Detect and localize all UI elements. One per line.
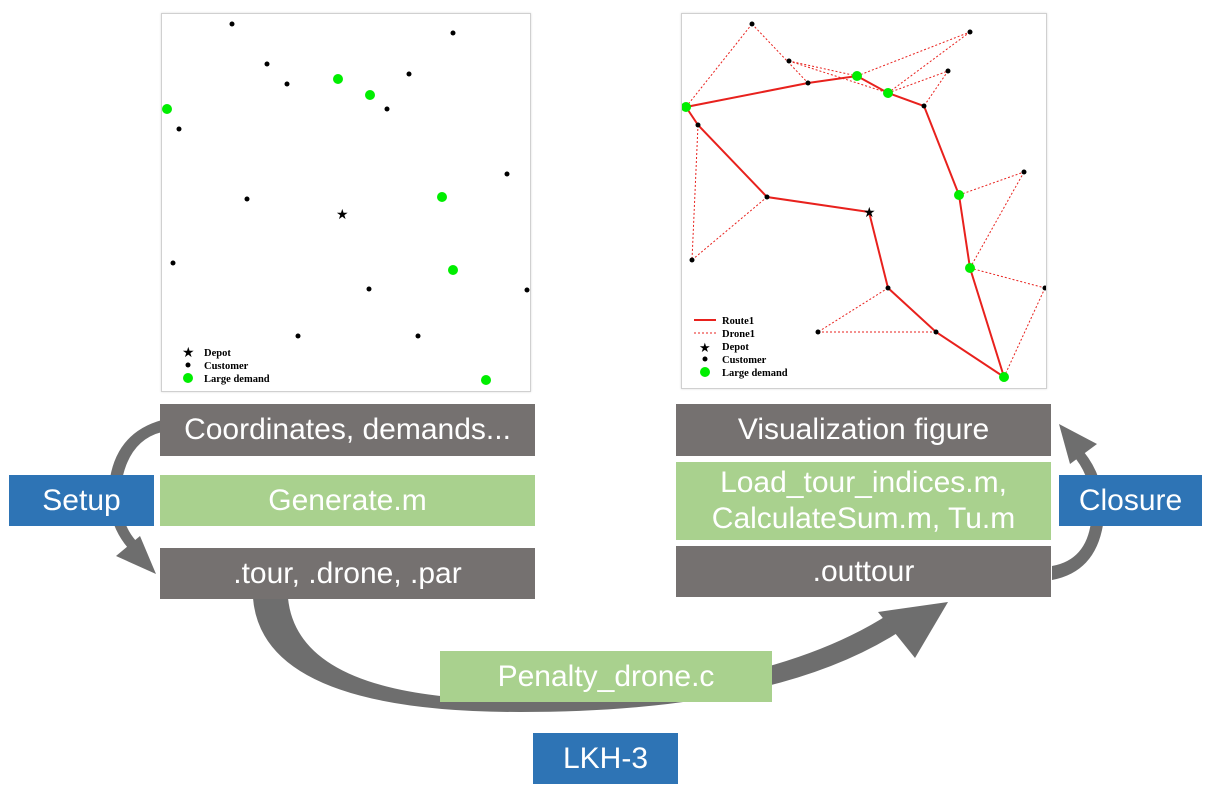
generate-m-box: Generate.m xyxy=(160,475,535,526)
legend-large-demand-label: Large demand xyxy=(204,374,270,385)
customer-point xyxy=(1021,169,1027,175)
legend-drone-label: Drone1 xyxy=(722,329,755,340)
legend-depot-label: Depot xyxy=(722,342,749,353)
customer-point xyxy=(284,81,290,87)
lkh-arrow-head xyxy=(878,602,948,658)
left-legend: ★ Depot Customer Large demand xyxy=(182,344,270,385)
drone-segment xyxy=(1003,287,1046,378)
customer-point xyxy=(945,68,951,74)
customer-point xyxy=(295,333,301,339)
customer-point xyxy=(450,30,456,36)
customer-point xyxy=(815,329,821,335)
large-demand-point xyxy=(365,90,375,100)
outtour-box: .outtour xyxy=(676,546,1051,597)
penalty-drone-box: Penalty_drone.c xyxy=(440,651,772,702)
customer-point xyxy=(170,260,176,266)
legend-depot-label: Depot xyxy=(204,348,231,359)
drone-segment xyxy=(788,60,889,94)
customer-point xyxy=(229,21,235,27)
legend-large-demand-marker xyxy=(183,373,193,383)
large-demand-point xyxy=(162,104,172,114)
legend-large-demand-label: Large demand xyxy=(722,368,788,379)
large-demand-point xyxy=(333,74,343,84)
large-demand-point xyxy=(852,71,862,81)
drone-segment xyxy=(817,287,889,333)
customer-point xyxy=(764,194,770,200)
drone-segment xyxy=(751,23,809,84)
customer-point xyxy=(384,106,390,112)
customer-point xyxy=(921,103,927,109)
load-tour-line-1: Load_tour_indices.m, xyxy=(720,466,1007,499)
depot-star: ★ xyxy=(336,206,349,222)
setup-arrow-head xyxy=(116,536,156,574)
drone-segment xyxy=(691,196,768,261)
customer-point xyxy=(244,196,250,202)
customer-point xyxy=(689,257,695,263)
load-tour-line-2: CalculateSum.m, Tu.m xyxy=(711,502,1016,535)
customer-point xyxy=(415,333,421,339)
large-demand-point xyxy=(965,263,975,273)
customer-point xyxy=(176,126,182,132)
legend-depot-star: ★ xyxy=(699,340,711,355)
customer-point xyxy=(406,71,412,77)
customer-point xyxy=(885,285,891,291)
legend-route-label: Route1 xyxy=(722,316,754,327)
customer-point xyxy=(749,21,755,27)
drone-segment xyxy=(923,70,949,107)
large-demand-point xyxy=(481,375,491,385)
customer-point xyxy=(786,58,792,64)
customer-point xyxy=(504,171,510,177)
customer-point xyxy=(933,329,939,335)
customer-point xyxy=(1042,285,1046,291)
customer-point xyxy=(805,80,811,86)
large-demand-point xyxy=(448,265,458,275)
large-demand-point xyxy=(437,192,447,202)
right-legend: Route1 Drone1 ★ Depot Customer Large dem… xyxy=(694,316,788,379)
customer-point xyxy=(967,29,973,35)
drone-segment xyxy=(958,171,1025,196)
legend-customer-label: Customer xyxy=(204,361,249,372)
truck-route-line xyxy=(684,74,1006,380)
closure-label: Closure xyxy=(1059,475,1202,526)
large-demand-point xyxy=(883,88,893,98)
customer-map-plot: ★ ★ Depot Customer Large demand xyxy=(162,21,530,385)
drone-segment xyxy=(856,31,971,77)
large-demand-point xyxy=(682,102,691,112)
drone-segment xyxy=(685,23,753,108)
visualization-figure-box: Visualization figure xyxy=(676,404,1051,456)
load-tour-scripts-box: Load_tour_indices.m, CalculateSum.m, Tu.… xyxy=(676,462,1051,540)
route-map-panel: ★ Route1 Drone1 ★ Depot Customer Large d… xyxy=(681,13,1047,389)
legend-large-demand-marker xyxy=(700,367,710,377)
customer-point xyxy=(695,122,701,128)
drone-segment xyxy=(691,124,699,261)
large-demand-point xyxy=(954,190,964,200)
legend-customer-marker xyxy=(185,362,191,368)
closure-arrow-head xyxy=(1059,424,1097,464)
lkh3-label: LKH-3 xyxy=(533,733,678,784)
route-map-plot: ★ Route1 Drone1 ★ Depot Customer Large d… xyxy=(682,21,1046,382)
drone-segment xyxy=(887,70,949,94)
setup-label: Setup xyxy=(9,475,154,526)
legend-customer-marker xyxy=(702,356,708,362)
tour-files-box: .tour, .drone, .par xyxy=(160,548,535,599)
customer-map-panel: ★ ★ Depot Customer Large demand xyxy=(161,13,531,392)
customer-point xyxy=(366,286,372,292)
drone-segment xyxy=(969,267,1046,289)
coordinates-demands-box: Coordinates, demands... xyxy=(160,404,535,456)
legend-depot-star: ★ xyxy=(182,344,195,360)
customer-point xyxy=(524,287,530,293)
legend-customer-label: Customer xyxy=(722,355,767,366)
drone-segment xyxy=(887,31,971,94)
depot-star: ★ xyxy=(863,204,876,220)
large-demand-point xyxy=(999,372,1009,382)
customer-point xyxy=(264,61,270,67)
